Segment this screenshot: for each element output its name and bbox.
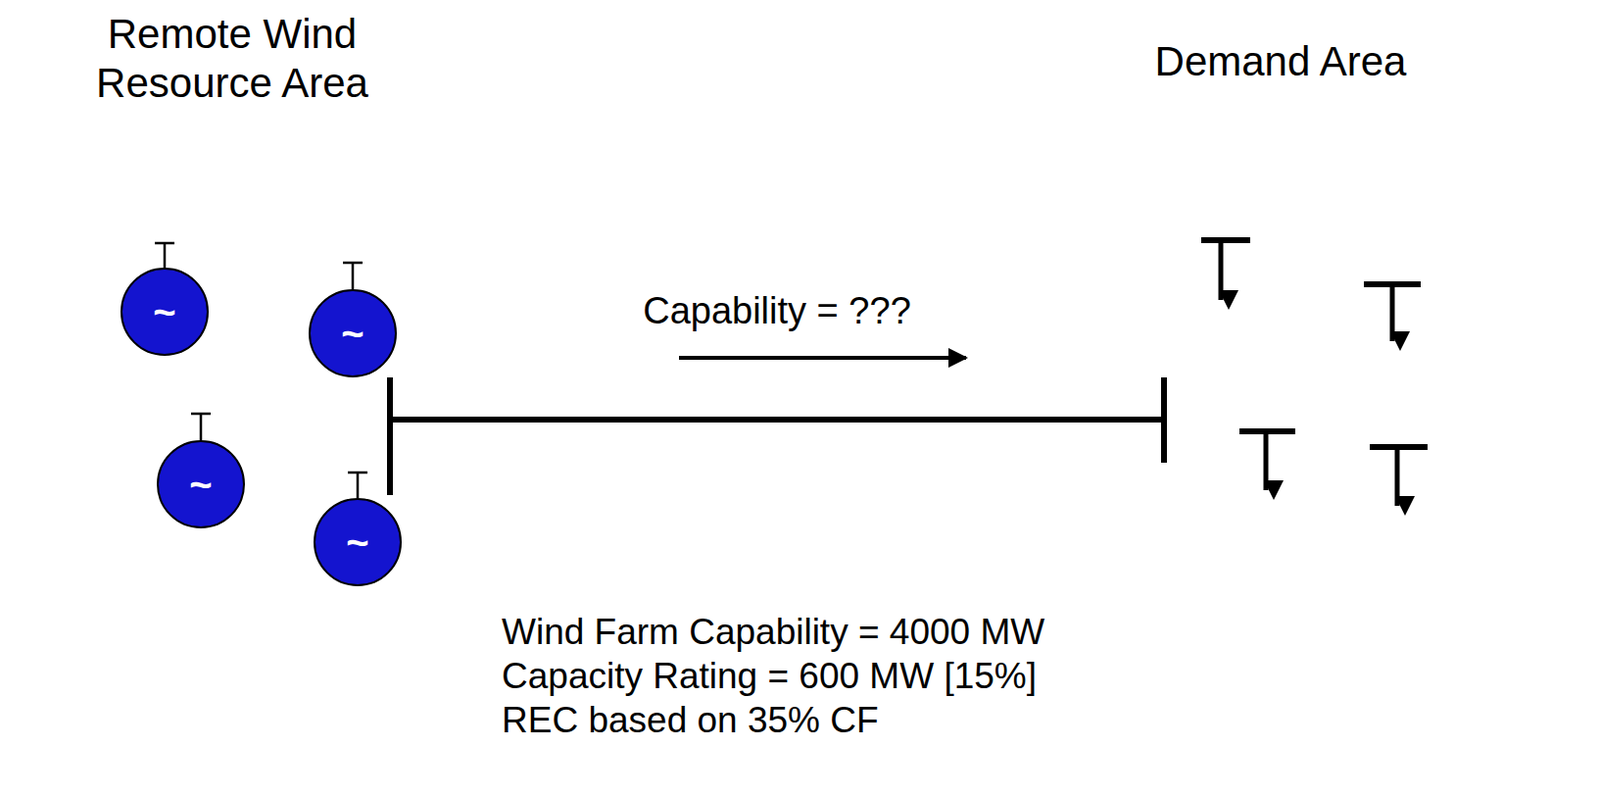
generator-circle: ~ bbox=[313, 497, 402, 586]
generator-circle: ~ bbox=[156, 439, 245, 529]
load-symbol bbox=[1201, 240, 1251, 300]
region-cloud: Remote Wind Resource Area~~~~ bbox=[14, 107, 495, 677]
bus-bar bbox=[387, 377, 393, 495]
cloud-outline bbox=[1053, 107, 1593, 642]
flow-arrow bbox=[678, 355, 967, 360]
cloud-outline bbox=[14, 107, 495, 677]
note-text: REC based on 35% CF bbox=[501, 697, 1045, 742]
load-symbol bbox=[1363, 284, 1421, 341]
generator-symbol: ~ bbox=[345, 522, 369, 562]
edge-label: Capability = ??? bbox=[642, 289, 912, 333]
bus-bars bbox=[389, 377, 1164, 495]
load-symbol bbox=[1369, 446, 1428, 506]
generator-symbol: ~ bbox=[152, 291, 176, 332]
cloud-border bbox=[1072, 115, 1577, 628]
bus-bar bbox=[1161, 377, 1167, 463]
generator-stub bbox=[154, 242, 175, 268]
generator-stub bbox=[191, 413, 211, 440]
generator-stub bbox=[342, 262, 363, 290]
generator-symbol: ~ bbox=[340, 313, 364, 353]
notes-block: Wind Farm Capability = 4000 MWCapacity R… bbox=[501, 609, 1045, 742]
cloud-shadow bbox=[33, 138, 498, 669]
load-symbol bbox=[1239, 431, 1296, 490]
loads bbox=[1201, 240, 1428, 506]
generator-stub bbox=[347, 472, 368, 498]
cloud-shadow bbox=[1079, 122, 1584, 634]
transmission-line bbox=[389, 416, 1164, 423]
region-cloud: Demand Area bbox=[1053, 107, 1593, 642]
region-heading: Demand Area bbox=[1133, 37, 1428, 87]
generator-circle: ~ bbox=[120, 267, 209, 356]
generator-symbol: ~ bbox=[189, 464, 212, 504]
generator-circle: ~ bbox=[308, 289, 397, 378]
region-heading: Remote Wind Resource Area bbox=[75, 9, 389, 108]
note-text: Wind Farm Capability = 4000 MW bbox=[501, 609, 1045, 654]
cloud-border bbox=[26, 131, 491, 662]
note-text: Capacity Rating = 600 MW [15%] bbox=[501, 653, 1045, 698]
